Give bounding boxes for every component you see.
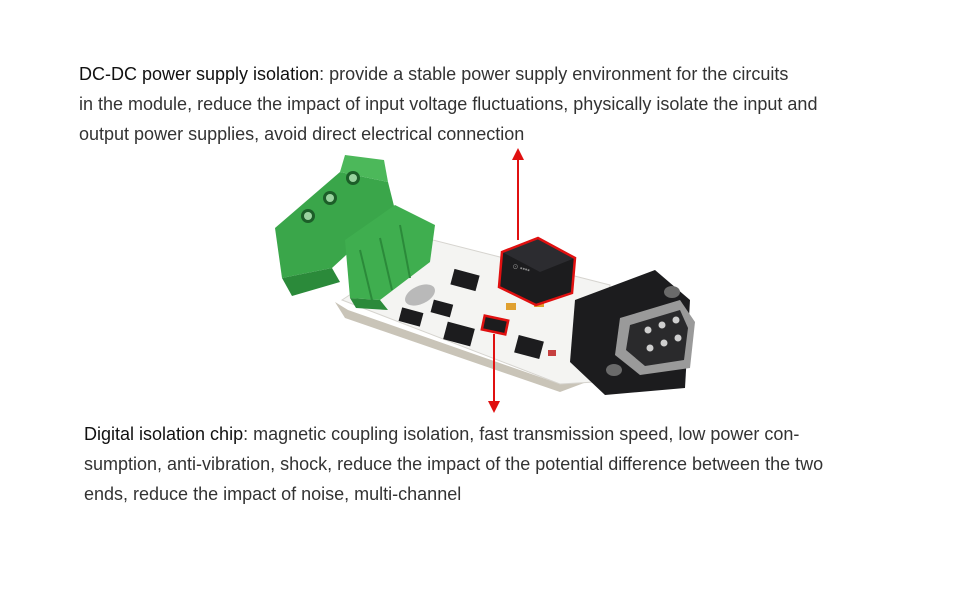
dcdc-desc-3: output power supplies, avoid direct elec… [79, 124, 525, 144]
ic-chip [430, 299, 454, 318]
dcdc-module: ⊙ ▪▪▪▪ [497, 236, 577, 307]
ic-chip [450, 268, 480, 292]
dcdc-line-1: DC-DC power supply isolation: provide a … [79, 64, 789, 84]
chip-pointer-arrow [488, 334, 500, 413]
ic-chip [443, 321, 475, 347]
dcdc-highlight-box [497, 236, 577, 307]
smd-component [548, 350, 556, 356]
pcb-components [398, 268, 556, 360]
svg-text:⊙ ▪▪▪▪: ⊙ ▪▪▪▪ [511, 263, 530, 274]
dcdc-desc-1: provide a stable power supply environmen… [329, 64, 789, 84]
db9-connector [570, 270, 695, 395]
chip-desc-1: magnetic coupling isolation, fast transm… [253, 424, 800, 444]
chip-highlight-box [480, 314, 510, 336]
isolation-chip-callout-text: Digital isolation chip: magnetic couplin… [84, 419, 924, 509]
chip-desc-2: sumption, anti-vibration, shock, reduce … [84, 454, 824, 474]
chip-title: Digital isolation chip [84, 424, 244, 444]
digital-isolation-chip [480, 314, 510, 336]
chip-line-1: Digital isolation chip: magnetic couplin… [84, 424, 800, 444]
ic-chip [514, 334, 544, 360]
dcdc-pointer-arrow [512, 148, 524, 240]
dcdc-desc-2: in the module, reduce the impact of inpu… [79, 94, 818, 114]
fuse [405, 284, 435, 306]
dcdc-callout-text: DC-DC power supply isolation: provide a … [79, 59, 919, 149]
smd-component [506, 303, 516, 310]
chip-desc-3: ends, reduce the impact of noise, multi-… [84, 484, 462, 504]
green-terminal-block [275, 155, 435, 310]
ic-chip [398, 307, 424, 327]
dcdc-title: DC-DC power supply isolation [79, 64, 320, 84]
